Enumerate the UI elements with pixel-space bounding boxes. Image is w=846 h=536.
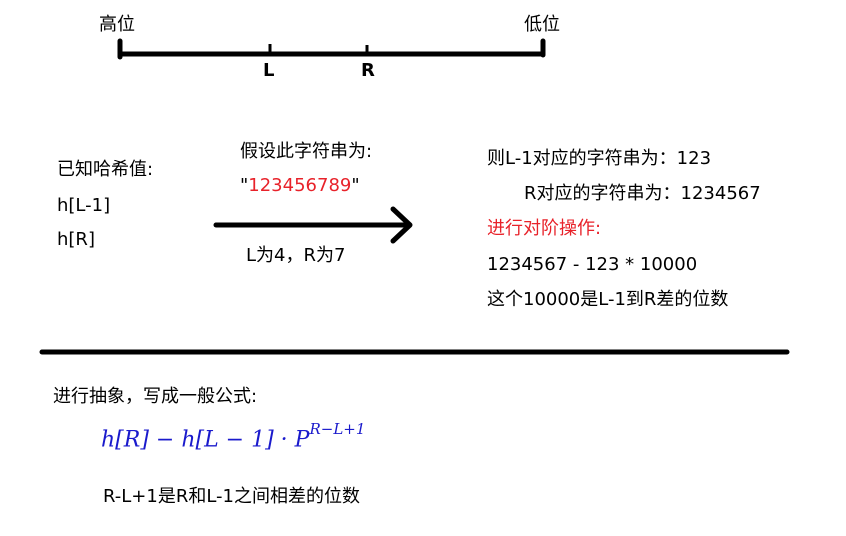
general-formula: h[R] − h[L − 1] · PR−L+1	[101, 420, 365, 453]
formula-exponent: R−L+1	[309, 420, 366, 438]
result-line-5: 这个10000是L-1到R差的位数	[487, 289, 729, 310]
label-R: R	[361, 60, 375, 81]
arrow-caption: L为4，R为7	[246, 245, 346, 266]
quote-close: "	[351, 175, 360, 196]
result-line-2: R对应的字符串为：1234567	[524, 183, 761, 204]
known-heading: 已知哈希值:	[57, 159, 154, 180]
quote-open: "	[240, 175, 249, 196]
example-string: 123456789	[248, 175, 352, 196]
abstract-note: R-L+1是R和L-1之间相差的位数	[103, 486, 360, 507]
result-line-3: 进行对阶操作:	[487, 218, 602, 239]
known-item-h-R: h[R]	[57, 229, 95, 250]
label-L: L	[263, 60, 275, 81]
formula-main: h[R] − h[L − 1] · P	[101, 427, 310, 453]
result-line-4: 1234567 - 123 * 10000	[487, 254, 698, 275]
label-high-order: 高位	[99, 14, 135, 35]
abstract-heading: 进行抽象，写成一般公式:	[53, 386, 258, 407]
arrow-head-icon	[390, 206, 413, 244]
result-line-1: 则L-1对应的字符串为：123	[487, 148, 712, 169]
known-item-h-L-1: h[L-1]	[57, 195, 111, 216]
label-low-order: 低位	[524, 14, 560, 35]
assumption-heading: 假设此字符串为:	[240, 141, 373, 162]
assumption-string: "123456789"	[240, 175, 360, 197]
